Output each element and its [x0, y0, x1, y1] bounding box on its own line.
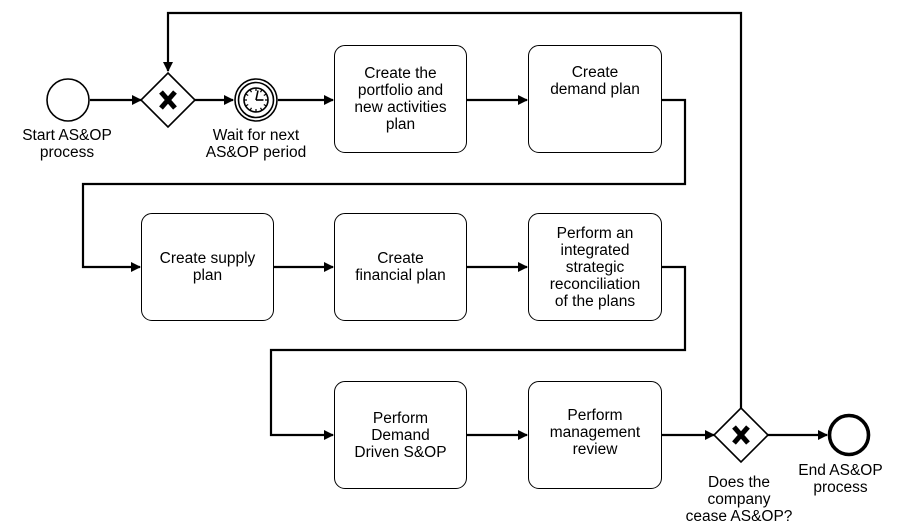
task-label: Perform an integrated strategic reconcil… — [549, 224, 641, 310]
gateway-question-label: Does the company cease AS&OP? — [685, 474, 793, 525]
timer-event — [234, 78, 278, 122]
task-create-demand-plan[interactable]: Create demand plan — [528, 45, 662, 153]
timer-event-label: Wait for next AS&OP period — [205, 127, 307, 161]
end-event — [827, 413, 871, 457]
task-create-portfolio-plan[interactable]: Create the portfolio and new activities … — [334, 45, 467, 153]
task-label: Create demand plan — [550, 64, 640, 98]
task-label: Perform management review — [549, 407, 641, 458]
start-event-label: Start AS&OP process — [22, 127, 112, 161]
exclusive-gateway-decision — [712, 406, 770, 464]
flow-demand-to-supply — [81, 98, 687, 272]
task-create-financial-plan[interactable]: Create financial plan — [334, 213, 467, 321]
task-label: Perform Demand Driven S&OP — [354, 409, 447, 461]
flow-reconcile-to-ddsop — [269, 265, 687, 440]
task-label: Create financial plan — [355, 250, 446, 284]
task-management-review[interactable]: Perform management review — [528, 381, 662, 489]
task-create-supply-plan[interactable]: Create supply plan — [141, 213, 274, 321]
exclusive-gateway-merge — [139, 71, 197, 129]
task-demand-driven-sop[interactable]: Perform Demand Driven S&OP — [334, 381, 467, 489]
flow-loop-back — [163, 11, 743, 408]
start-event — [46, 78, 90, 122]
end-event-label: End AS&OP process — [798, 462, 883, 496]
task-strategic-reconciliation[interactable]: Perform an integrated strategic reconcil… — [528, 213, 662, 321]
task-label: Create the portfolio and new activities … — [354, 65, 447, 133]
task-label: Create supply plan — [159, 250, 256, 284]
